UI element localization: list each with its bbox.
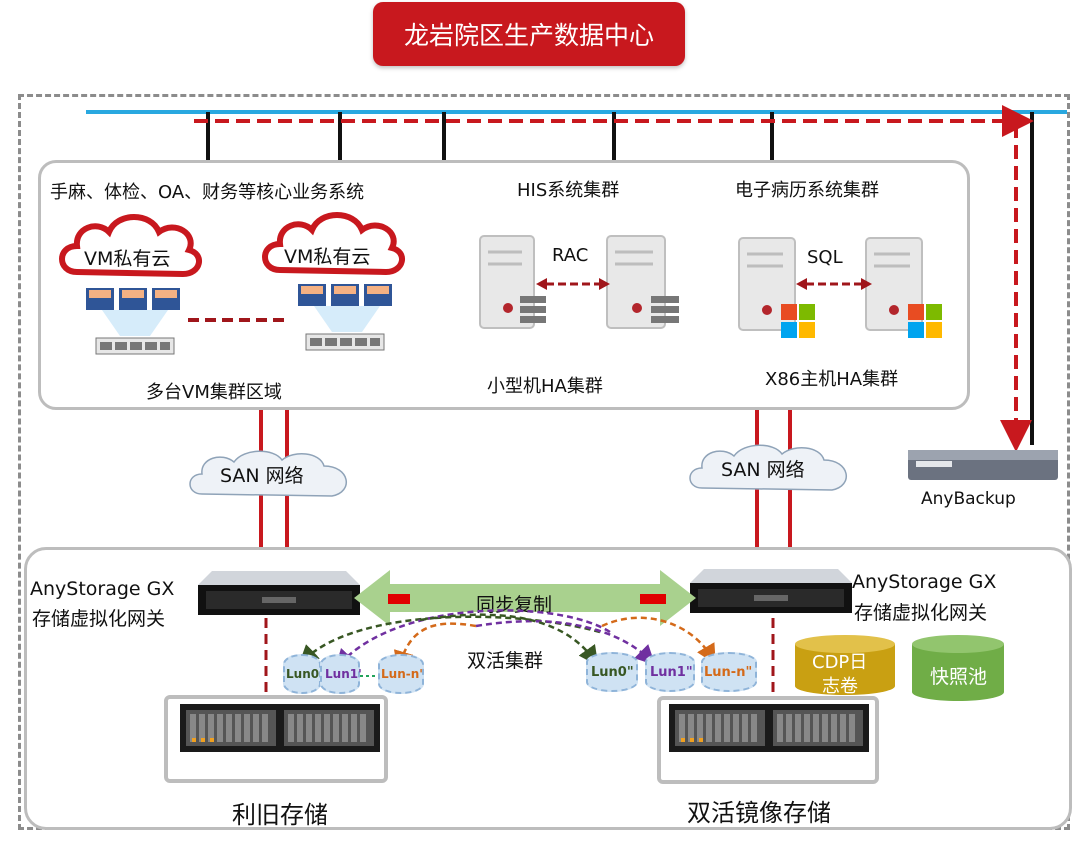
legacy-storage-label: 利旧存储: [232, 801, 328, 829]
cdp-volume: [795, 635, 895, 695]
snapshot-label: 快照池: [930, 666, 988, 688]
lun-right-n-label: Lun-n": [704, 665, 753, 680]
lun-left-1-label: Lun1': [325, 667, 362, 681]
vm-host-1: [86, 288, 180, 355]
vm-cloud-2-label: VM私有云: [284, 246, 371, 268]
sql-label: SQL: [807, 247, 843, 268]
cdp-label-1: CDP日: [812, 652, 868, 673]
active-cluster-label: 双活集群: [467, 650, 544, 672]
vm-host-2: [298, 284, 392, 351]
vm-cloud-1-label: VM私有云: [84, 248, 171, 270]
emr-cluster-label: 电子病历系统集群: [735, 180, 879, 201]
san-right-label: SAN 网络: [721, 459, 805, 481]
left-gateway-device: [198, 571, 360, 615]
vm-cloud-2: [262, 212, 405, 276]
left-gateway-subtitle: 存储虚拟化网关: [32, 608, 166, 630]
his-ha-caption: 小型机HA集群: [487, 376, 603, 397]
sync-replication-arrow: [354, 570, 696, 626]
lun-right-n: [701, 652, 757, 692]
lun-right-0: [586, 652, 638, 692]
right-gateway-device: [690, 569, 852, 613]
mirror-storage-label: 双活镜像存储: [687, 799, 831, 827]
emr-ha-caption: X86主机HA集群: [765, 369, 899, 390]
left-gateway-title: AnyStorage GX: [30, 578, 175, 600]
rac-label: RAC: [552, 245, 589, 266]
legacy-storage-array: [180, 704, 380, 752]
cdp-label-2: 志卷: [822, 676, 858, 697]
lun-right-1-label: Lun1": [650, 665, 693, 680]
emr-server-1: [738, 237, 815, 338]
vm-zone-label: 多台VM集群区域: [146, 382, 282, 403]
mirror-storage-array: [669, 704, 869, 752]
his-server-1: [479, 235, 546, 329]
sql-link: [796, 278, 872, 290]
right-gateway-subtitle: 存储虚拟化网关: [854, 602, 988, 624]
lun-left-n: [378, 654, 424, 694]
his-server-2: [606, 235, 679, 329]
lun-right-0-label: Lun0": [591, 665, 634, 680]
lun-left-n-label: Lun-n': [381, 667, 423, 681]
page-title: 龙岩院区生产数据中心: [373, 2, 685, 66]
anybackup-appliance: [908, 450, 1058, 480]
vm-cloud-1: [59, 214, 202, 278]
his-cluster-label: HIS系统集群: [517, 180, 620, 201]
lun-left-1: [320, 654, 360, 694]
core-systems-label: 手麻、体检、OA、财务等核心业务系统: [50, 182, 365, 203]
san-cloud-right: [689, 444, 848, 491]
right-gateway-title: AnyStorage GX: [852, 571, 997, 593]
lun-right-1: [645, 652, 695, 692]
snapshot-pool: [912, 635, 1004, 701]
san-cloud-left: [189, 450, 348, 497]
lun-left-0-label: Lun0': [286, 667, 323, 681]
san-left-label: SAN 网络: [220, 465, 304, 487]
anybackup-label: AnyBackup: [921, 489, 1016, 509]
rac-link: [536, 278, 610, 290]
